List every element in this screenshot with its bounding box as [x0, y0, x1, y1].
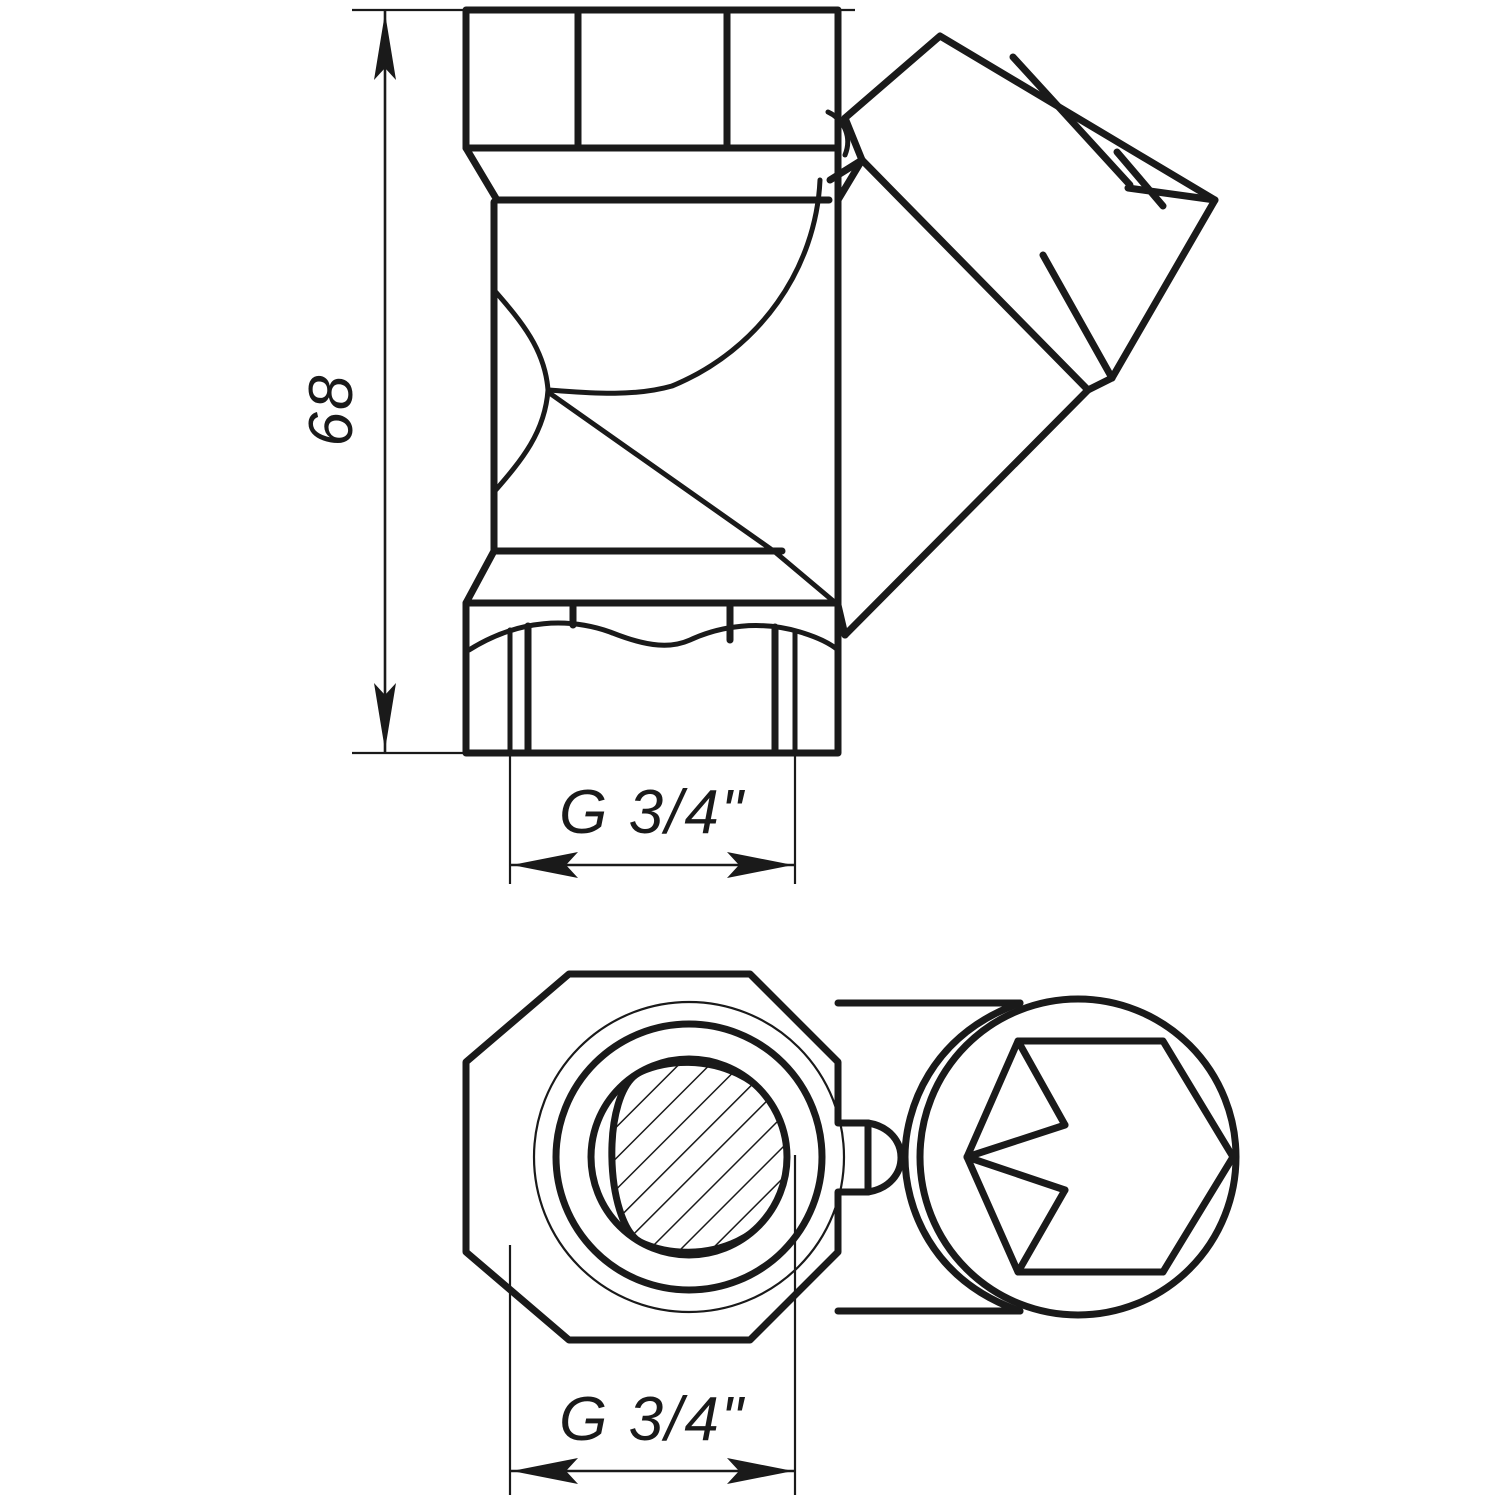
branch-upper-edge [841, 32, 1219, 382]
height-dimension-arrow-up-icon [374, 13, 396, 80]
thread-top-arrow-left-icon [512, 852, 578, 878]
plan-cap-hexagon [963, 1037, 1237, 1276]
plan-cap-cylinder-left-arc [901, 999, 1024, 1315]
body-bore-left-profile [491, 287, 551, 495]
thread-top-arrow-right-icon [727, 852, 793, 878]
thread-bottom-arrow-right-icon [727, 1458, 793, 1484]
body-internal-flow-curve [545, 177, 823, 396]
height-dimension-label: 68 [297, 374, 366, 447]
height-dimension: 68 [297, 8, 855, 755]
strainer-body [462, 177, 841, 608]
top-union-nut-body [462, 6, 842, 152]
plan-bore-hatch-fill [611, 1062, 787, 1253]
plan-cap-socket-line-2 [963, 1121, 1069, 1161]
branch-barrel-lower-edge [841, 386, 1092, 639]
branch-left-joint [834, 156, 866, 204]
front-section-view: 68 [297, 6, 1219, 884]
angled-strainer-branch [825, 32, 1219, 639]
branch-hex-facet-line-3 [1039, 251, 1116, 382]
branch-hex-facet-line-1 [1009, 53, 1134, 189]
body-section-diagonal-upper [545, 389, 778, 555]
plan-thread-circle-inner [552, 1020, 826, 1294]
body-section-diagonal-lower [772, 549, 841, 608]
branch-fillet-curve [825, 109, 851, 158]
plan-octagon-boss [864, 1119, 905, 1196]
plan-bore-hatched-region [608, 1059, 787, 1255]
bottom-plan-view: G 3/4" [462, 970, 1240, 1495]
plan-thread-circle-outer [532, 1000, 846, 1314]
branch-hex-facet-line-1b [1124, 184, 1219, 204]
top-union-nut-chamfer-left [462, 144, 501, 204]
bottom-union-nut [462, 599, 842, 757]
body-bottom-chamfer-left [462, 547, 498, 607]
thread-bottom-dimension-label: G 3/4" [559, 1385, 746, 1454]
plan-octagon-nut [462, 970, 905, 1344]
branch-hex-facet-line-2 [1113, 148, 1167, 210]
plan-hex-cap [901, 995, 1240, 1319]
top-union-nut [462, 6, 842, 204]
thread-bottom-arrow-left-icon [512, 1458, 578, 1484]
thread-top-dimension-label: G 3/4" [559, 778, 746, 847]
height-dimension-arrow-down-icon [374, 683, 396, 750]
thread-size-bottom-dimension: G 3/4" [508, 1155, 797, 1495]
bottom-union-nut-thread-curve [466, 620, 841, 653]
plan-cap-socket-line-3 [963, 1153, 1069, 1194]
plan-octagon-outline [462, 970, 872, 1344]
plan-branch-body [834, 999, 1024, 1315]
plan-cap-socket-line-4 [1014, 1186, 1069, 1276]
branch-root-top [841, 114, 866, 164]
plan-cap-socket-line-1 [1014, 1037, 1069, 1129]
branch-lower-edge-right [858, 156, 1116, 394]
thread-size-top-dimension: G 3/4" [508, 755, 797, 884]
plan-bore-hatch-outline [608, 1059, 787, 1255]
bottom-union-nut-body [462, 599, 842, 757]
